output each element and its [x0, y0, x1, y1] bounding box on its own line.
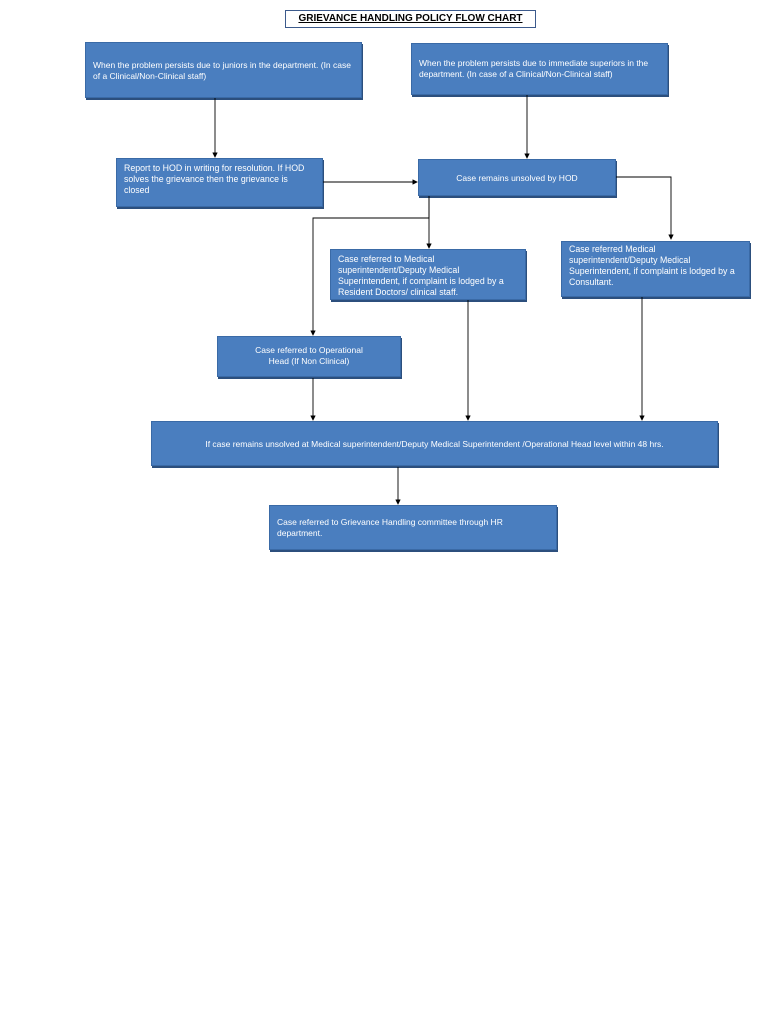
node-juniors: When the problem persists due to juniors… [85, 42, 362, 98]
node-superiors: When the problem persists due to immedia… [411, 43, 668, 95]
node-unsolved-48hrs: If case remains unsolved at Medical supe… [151, 421, 718, 466]
arrow-unsolved-to-operational [310, 196, 430, 336]
node-unsolved-hod: Case remains unsolved by HOD [418, 159, 616, 196]
chart-title: GRIEVANCE HANDLING POLICY FLOW CHART [285, 10, 536, 28]
node-report-hod: Report to HOD in writing for resolution.… [116, 158, 323, 207]
node-ms-consultant: Case referred Medical superintendent/Dep… [561, 241, 750, 297]
arrow-unsolved-to-consultant [616, 176, 674, 240]
node-committee: Case referred to Grievance Handling comm… [269, 505, 557, 550]
node-operational-head: Case referred to Operational Head (If No… [217, 336, 401, 377]
node-ms-resident: Case referred to Medical superintendent/… [330, 249, 526, 300]
